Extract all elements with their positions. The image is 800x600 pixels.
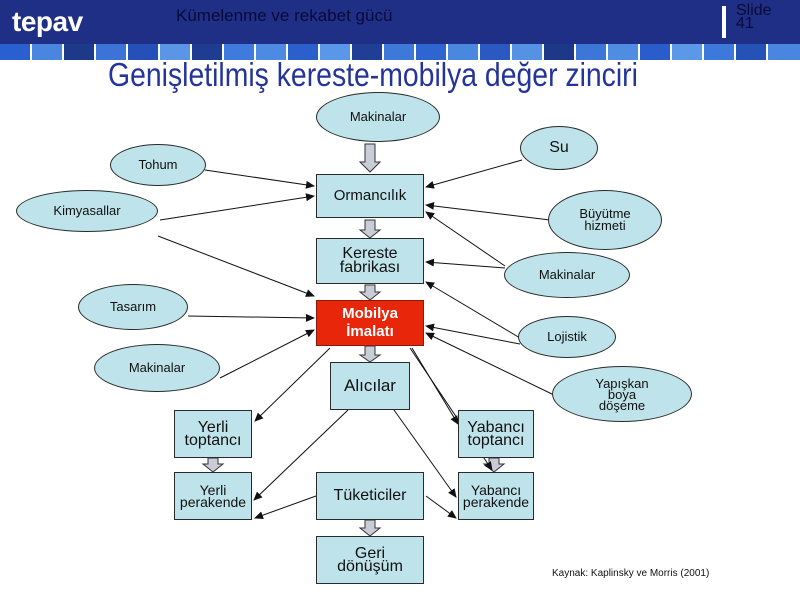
arrow-yapiskan [425, 332, 555, 396]
arrow-kimyasallar-mobilya [157, 235, 315, 297]
arrow-tasarim [187, 313, 315, 322]
page-title: Genişletilmiş kereste-mobilya değer zinc… [108, 56, 638, 93]
arrow-makinalar-mobilya [219, 329, 315, 379]
ellipse-lojistik: Lojistik [518, 316, 616, 358]
header-tile-strip [0, 44, 800, 60]
arrow-makinalar-ormancilik [425, 211, 506, 267]
arrow-lojistik [425, 281, 521, 339]
box-mobilya-imalati: Mobilya İmalatı [316, 300, 424, 346]
block-arrow [358, 345, 382, 363]
ellipse-makinalar-right: Makinalar [504, 252, 630, 298]
arrow-lojistik-mobilya [425, 323, 521, 345]
ellipse-makinalar-top: Makinalar [316, 92, 440, 142]
box-geri-donusum: Geri dönüşüm [316, 536, 424, 584]
arrow-makinalar-kereste [425, 258, 506, 269]
block-arrow [201, 457, 225, 473]
block-arrow [358, 284, 382, 301]
arrow-kimyasallar [159, 193, 315, 221]
slide-divider [722, 6, 726, 38]
header-bar: tepav Kümelenme ve rekabet gücü Slide 41 [0, 0, 800, 44]
header-subtitle: Kümelenme ve rekabet gücü [176, 6, 393, 25]
arrow-buyutme [425, 201, 551, 221]
box-alicilar: Alıcılar [330, 362, 410, 410]
box-yerli-perakende: Yerli perakende [174, 472, 252, 520]
arrow-alicilar-yerli-perakende [253, 409, 349, 501]
ellipse-yapiskan: Yapışkan boya döşeme [552, 366, 692, 422]
arrow-tuketiciler-yerli [254, 495, 317, 520]
box-yabanci-toptanci: Yabancı toptancı [458, 410, 534, 458]
slide-number: Slide 41 [736, 2, 772, 32]
ellipse-tasarim: Tasarım [78, 284, 188, 330]
arrow-su [425, 159, 523, 189]
ellipse-kimyasallar: Kimyasallar [16, 190, 158, 232]
block-arrow [358, 519, 382, 537]
arrow-mobilya-yerli [254, 347, 331, 422]
source-citation: Kaynak: Kaplinsky ve Morris (2001) [552, 568, 710, 579]
arrow-tohum [204, 169, 315, 189]
box-yerli-toptanci: Yerli toptancı [174, 410, 252, 458]
block-arrow [358, 143, 382, 173]
block-arrow [482, 457, 506, 473]
arrow-tuketiciler-yabanci [425, 495, 457, 519]
arrow-alicilar-tuketiciler [393, 409, 457, 498]
ellipse-su: Su [520, 126, 598, 170]
box-kereste: Kereste fabrikası [316, 238, 424, 284]
tepav-logo: tepav [12, 6, 83, 37]
box-ormancilik: Ormancılık [316, 174, 424, 218]
ellipse-buyutme: Büyütme hizmeti [548, 190, 662, 250]
block-arrow [358, 219, 382, 239]
ellipse-tohum: Tohum [110, 144, 206, 186]
box-tuketiciler: Tüketiciler [316, 472, 424, 520]
box-yabanci-perakende: Yabancı perakende [458, 472, 534, 520]
ellipse-makinalar-left: Makinalar [94, 344, 220, 392]
